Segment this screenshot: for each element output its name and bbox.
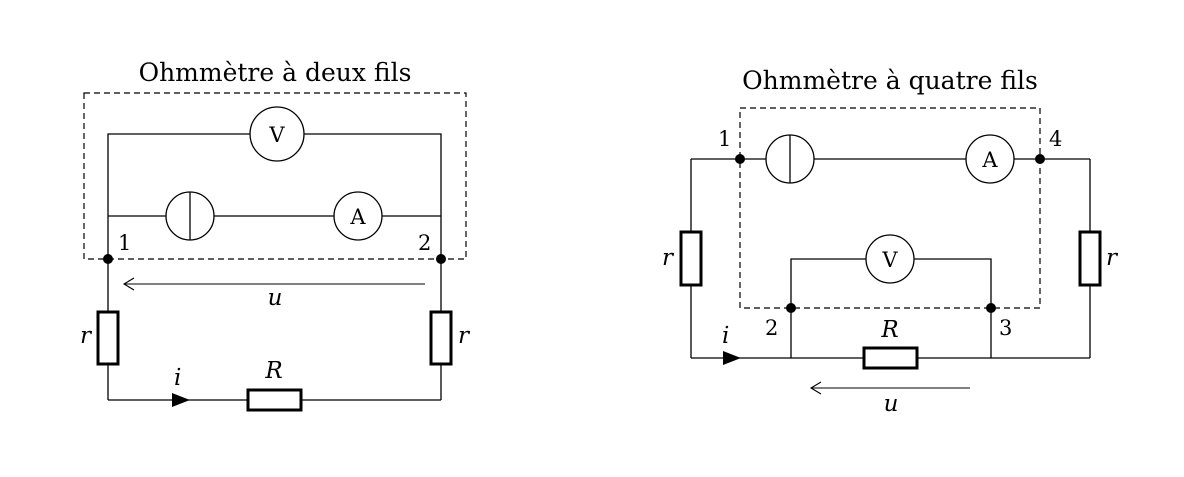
two-wire-resistor-R	[246, 388, 303, 412]
four-wire-r-left-label: r	[662, 245, 675, 271]
two-wire-lead-resistor-right	[429, 310, 453, 366]
two-wire-ammeter-label: A	[349, 205, 366, 229]
four-wire-R-label: R	[880, 317, 898, 343]
two-wire-r-right-label: r	[458, 323, 471, 349]
four-wire-ammeter-label: A	[981, 148, 998, 172]
four-wire-i-label: i	[722, 323, 729, 349]
two-wire-voltmeter-symbol	[249, 106, 305, 162]
two-wire-meter-box	[83, 92, 467, 260]
two-wire-u-label: u	[268, 285, 283, 311]
four-wire-voltmeter-branch: V	[790, 234, 992, 308]
four-wire-lead-resistor-right	[1078, 230, 1102, 287]
two-wire-i-label: i	[174, 365, 181, 391]
four-wire-r-right-label: r	[1106, 245, 1119, 271]
two-wire-lead-resistor-left	[96, 310, 120, 366]
four-wire-node-4-label: 4	[1049, 127, 1062, 151]
four-wire-source-branch: A	[740, 134, 1040, 184]
two-wire-R-label: R	[264, 358, 282, 384]
two-wire-r-left-label: r	[80, 323, 93, 349]
two-wire-node-1-label: 1	[118, 231, 131, 255]
two-wire-voltmeter-label: V	[268, 123, 285, 147]
four-wire-node-2-label: 2	[765, 316, 778, 340]
four-wire-u-label: u	[884, 391, 899, 417]
four-wire-resistor-R	[862, 346, 919, 370]
two-wire-current-arrow	[172, 393, 190, 407]
four-wire-meter-box	[739, 107, 1041, 309]
four-wire-voltmeter-label: V	[881, 248, 898, 272]
two-wire-circuit: Ohmmètre à deux fils V A 1 2	[80, 58, 471, 412]
four-wire-lead-resistor-left	[679, 230, 703, 287]
four-wire-circuit: Ohmmètre à quatre fils A V 1 4 2 3	[662, 66, 1119, 417]
two-wire-node-2-label: 2	[418, 231, 431, 255]
four-wire-title: Ohmmètre à quatre fils	[742, 66, 1038, 95]
two-wire-title: Ohmmètre à deux fils	[139, 58, 412, 87]
four-wire-current-arrow	[723, 351, 741, 365]
four-wire-node-3-label: 3	[999, 316, 1012, 340]
two-wire-u-arrow	[122, 277, 425, 291]
two-wire-voltmeter-branch: V	[107, 106, 442, 259]
four-wire-node-1-label: 1	[718, 127, 731, 151]
four-wire-u-arrow	[809, 381, 970, 395]
two-wire-source-branch: A	[108, 191, 441, 241]
